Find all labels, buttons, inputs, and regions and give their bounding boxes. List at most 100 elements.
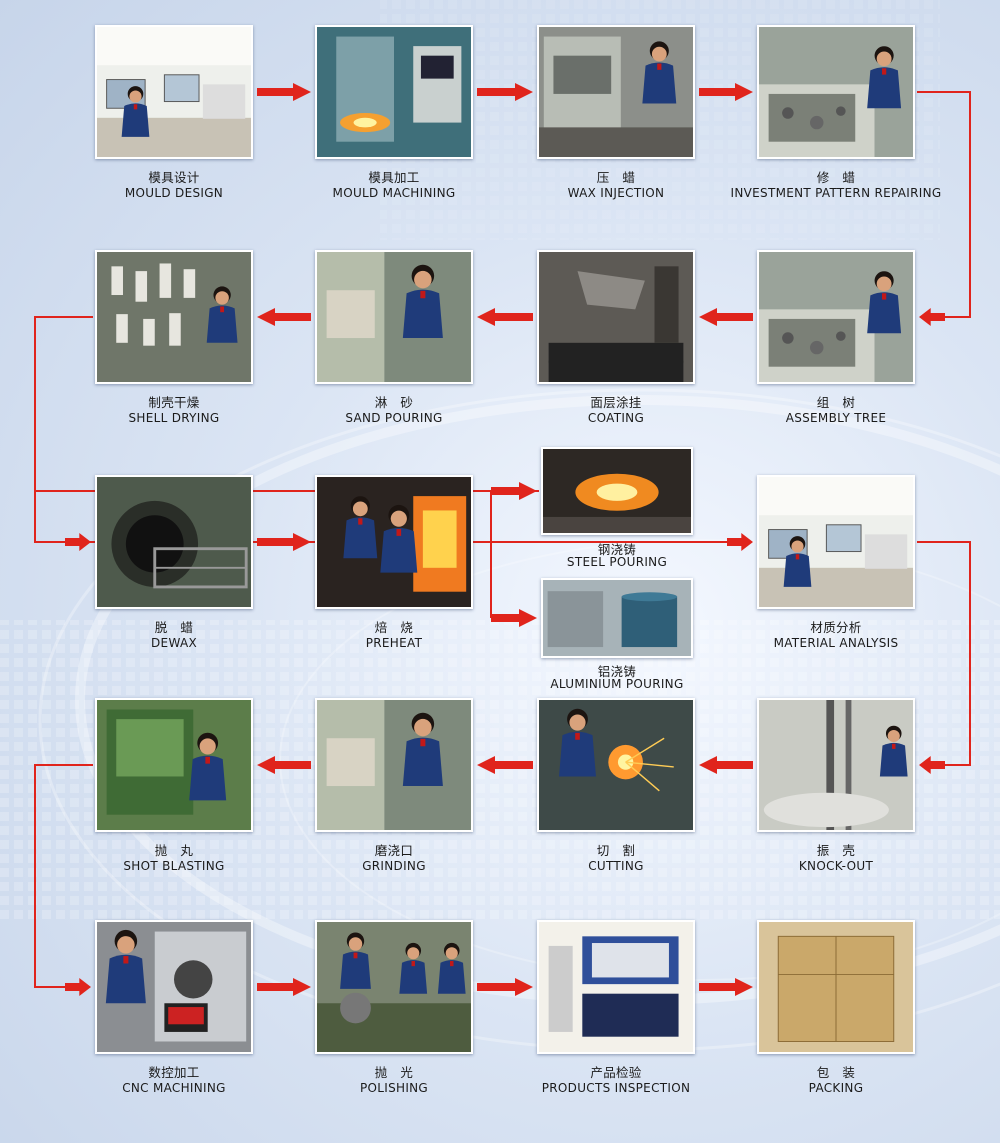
step-assembly-tree: 组 树 ASSEMBLY TREE	[757, 250, 915, 425]
step-cn-label: 压 蜡	[596, 170, 636, 185]
step-cn-label: 包 装	[816, 1065, 856, 1080]
photo-packing	[757, 920, 915, 1054]
step-en-label: POLISHING	[359, 1081, 429, 1095]
photo-preheat	[315, 475, 473, 609]
photo-illustration	[759, 27, 913, 157]
step-en-label: PACKING	[808, 1081, 864, 1095]
step-cn-label: 铝浇铸	[597, 664, 637, 679]
step-en-label: PREHEAT	[365, 636, 423, 650]
step-en-label: PRODUCTS INSPECTION	[541, 1081, 691, 1095]
step-cn-label: 模具加工	[368, 170, 420, 185]
step-packing: 包 装 PACKING	[757, 920, 915, 1095]
step-mould-machining: 模具加工 MOULD MACHINING	[315, 25, 473, 200]
photo-mould-machining	[315, 25, 473, 159]
photo-investment-pattern-repairing	[757, 25, 915, 159]
photo-illustration	[97, 27, 251, 157]
photo-illustration	[97, 700, 251, 830]
photo-cnc-machining	[95, 920, 253, 1054]
step-shot-blasting: 抛 丸 SHOT BLASTING	[95, 698, 253, 873]
photo-wax-injection	[537, 25, 695, 159]
step-mould-design: 模具设计 MOULD DESIGN	[95, 25, 253, 200]
step-cnc-machining: 数控加工 CNC MACHINING	[95, 920, 253, 1095]
photo-coating	[537, 250, 695, 384]
photo-illustration	[97, 477, 251, 607]
photo-aluminium-pouring	[541, 578, 693, 658]
step-en-label: SHOT BLASTING	[123, 859, 225, 873]
photo-illustration	[317, 700, 471, 830]
step-en-label: WAX INJECTION	[567, 186, 665, 200]
step-en-label: SAND POURING	[345, 411, 443, 425]
photo-knock-out	[757, 698, 915, 832]
step-aluminium-pouring: 铝浇铸 ALUMINIUM POURING	[541, 578, 693, 691]
step-cn-label: 焙 烧	[374, 620, 414, 635]
step-wax-injection: 压 蜡 WAX INJECTION	[537, 25, 695, 200]
step-cn-label: 磨浇口	[374, 843, 414, 858]
step-en-label: SHELL DRYING	[128, 411, 220, 425]
step-en-label: GRINDING	[362, 859, 426, 873]
photo-shell-drying	[95, 250, 253, 384]
photo-illustration	[317, 922, 471, 1052]
step-sand-pouring: 淋 砂 SAND POURING	[315, 250, 473, 425]
photo-illustration	[543, 580, 691, 656]
photo-illustration	[539, 27, 693, 157]
step-shell-drying: 制壳干燥 SHELL DRYING	[95, 250, 253, 425]
photo-cutting	[537, 698, 695, 832]
step-cn-label: 抛 丸	[154, 843, 194, 858]
photo-illustration	[759, 477, 913, 607]
step-steel-pouring: 钢浇铸 STEEL POURING	[541, 447, 693, 569]
step-en-label: MATERIAL ANALYSIS	[773, 636, 899, 650]
step-en-label: ALUMINIUM POURING	[550, 677, 684, 691]
step-polishing: 抛 光 POLISHING	[315, 920, 473, 1095]
photo-sand-pouring	[315, 250, 473, 384]
photo-illustration	[317, 252, 471, 382]
step-cn-label: 抛 光	[374, 1065, 414, 1080]
step-en-label: MOULD MACHINING	[332, 186, 456, 200]
photo-steel-pouring	[541, 447, 693, 535]
photo-illustration	[317, 27, 471, 157]
photo-illustration	[97, 252, 251, 382]
photo-illustration	[539, 922, 693, 1052]
step-cn-label: 模具设计	[148, 170, 200, 185]
step-cn-label: 淋 砂	[374, 395, 414, 410]
step-en-label: INVESTMENT PATTERN REPAIRING	[730, 186, 942, 200]
photo-dewax	[95, 475, 253, 609]
photo-illustration	[759, 922, 913, 1052]
step-en-label: KNOCK-OUT	[798, 859, 874, 873]
photo-material-analysis	[757, 475, 915, 609]
step-cn-label: 材质分析	[810, 620, 862, 635]
step-products-inspection: 产品检验 PRODUCTS INSPECTION	[537, 920, 695, 1095]
photo-illustration	[543, 449, 691, 533]
photo-products-inspection	[537, 920, 695, 1054]
step-en-label: CUTTING	[588, 859, 644, 873]
step-cn-label: 面层涂挂	[590, 395, 642, 410]
step-coating: 面层涂挂 COATING	[537, 250, 695, 425]
photo-illustration	[539, 700, 693, 830]
step-cn-label: 数控加工	[148, 1065, 200, 1080]
step-cutting: 切 割 CUTTING	[537, 698, 695, 873]
photo-assembly-tree	[757, 250, 915, 384]
step-grinding: 磨浇口 GRINDING	[315, 698, 473, 873]
photo-mould-design	[95, 25, 253, 159]
step-cn-label: 制壳干燥	[148, 395, 200, 410]
photo-illustration	[317, 477, 471, 607]
step-cn-label: 组 树	[816, 395, 856, 410]
photo-illustration	[97, 922, 251, 1052]
step-en-label: STEEL POURING	[566, 555, 668, 569]
step-en-label: ASSEMBLY TREE	[785, 411, 887, 425]
step-cn-label: 脱 蜡	[154, 620, 194, 635]
step-cn-label: 切 割	[596, 843, 636, 858]
step-cn-label: 钢浇铸	[597, 542, 637, 557]
step-dewax: 脱 蜡 DEWAX	[95, 475, 253, 650]
step-en-label: COATING	[587, 411, 645, 425]
photo-grinding	[315, 698, 473, 832]
photo-illustration	[759, 700, 913, 830]
photo-shot-blasting	[95, 698, 253, 832]
step-cn-label: 产品检验	[590, 1065, 642, 1080]
step-en-label: CNC MACHINING	[122, 1081, 226, 1095]
photo-polishing	[315, 920, 473, 1054]
step-investment-pattern-repairing: 修 蜡 INVESTMENT PATTERN REPAIRING	[731, 25, 941, 200]
step-preheat: 焙 烧 PREHEAT	[315, 475, 473, 650]
step-en-label: DEWAX	[151, 636, 197, 650]
step-material-analysis: 材质分析 MATERIAL ANALYSIS	[757, 475, 915, 650]
step-knock-out: 振 壳 KNOCK-OUT	[757, 698, 915, 873]
